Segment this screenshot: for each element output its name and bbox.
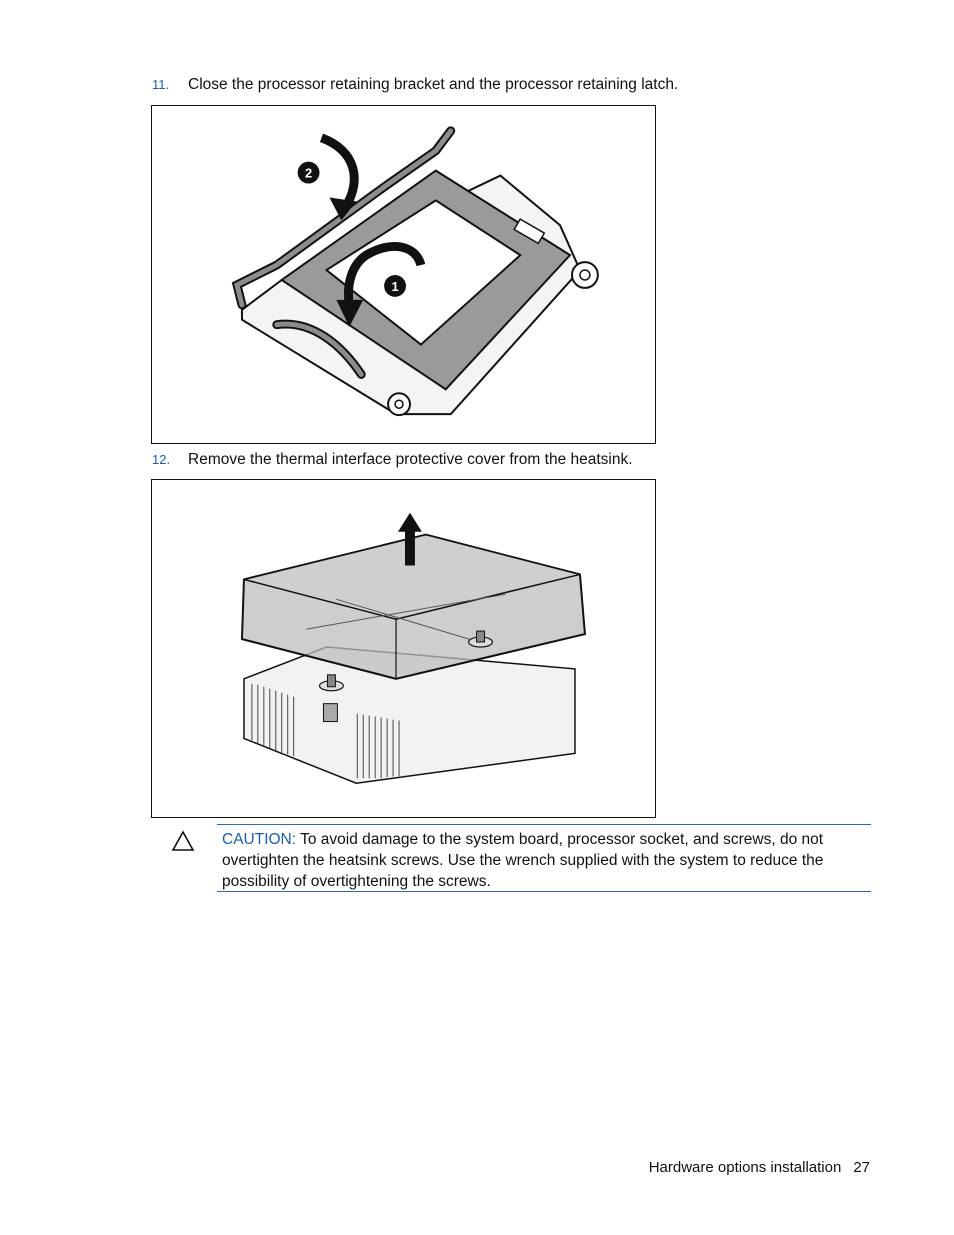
processor-bracket-illustration: 2 1 [231,126,599,417]
page-footer: Hardware options installation 27 [649,1158,870,1178]
figure-processor-bracket: 2 1 [151,105,656,444]
caution-message: To avoid damage to the system board, pro… [222,831,824,890]
step-11: 11. Close the processor retaining bracket… [152,75,678,95]
heatsink-cover-illustration [240,512,586,784]
step-number: 12. [152,452,171,467]
caution-text-block: CAUTION: To avoid damage to the system b… [222,829,862,892]
step-12: 12. Remove the thermal interface protecti… [152,450,633,470]
page-number: 27 [853,1159,870,1176]
footer-section-title: Hardware options installation [648,1159,842,1176]
figure-heatsink-cover [151,479,656,818]
step-text: Close the processor retaining bracket an… [188,76,679,93]
callout-2 [297,161,320,184]
callout-1 [384,274,406,297]
caution-label: CAUTION: [222,831,297,848]
step-number: 11. [152,77,170,92]
callout-1-label: 1 [391,279,398,294]
caution-box: CAUTION: To avoid damage to the system b… [217,824,871,892]
step-text: Remove the thermal interface protective … [188,451,633,468]
caution-triangle-icon [171,830,195,851]
callout-2-label: 2 [305,166,312,181]
